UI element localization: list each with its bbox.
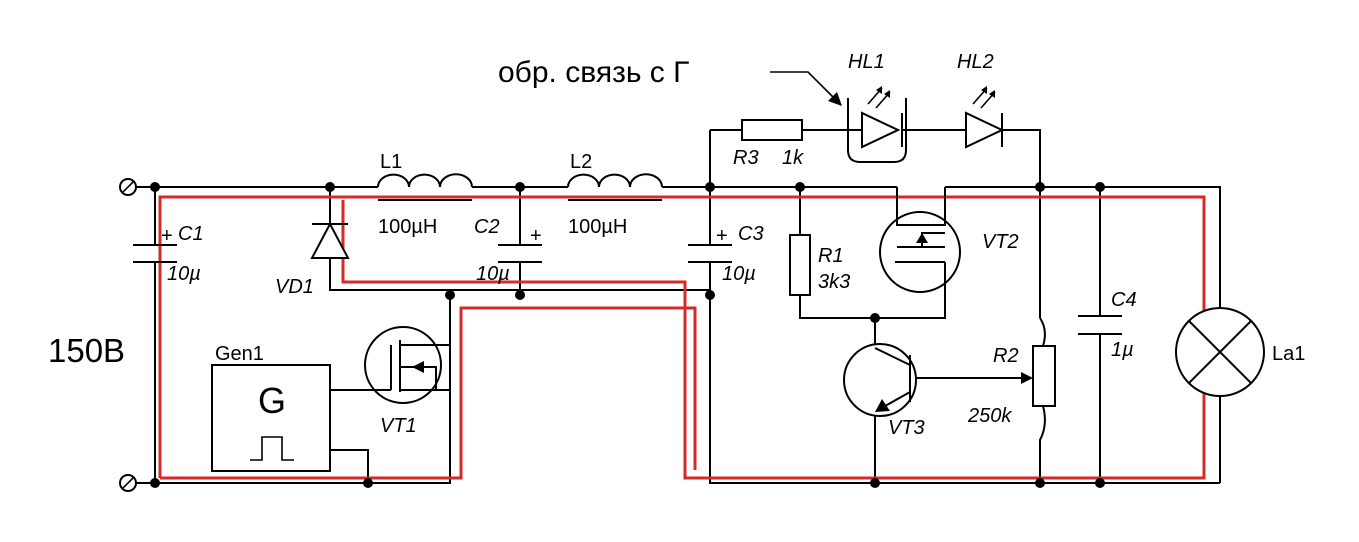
generator-gen1 [211,364,331,472]
c1-plus: + [161,225,173,247]
r1-name: R1 [818,245,844,267]
led-hl1 [847,86,907,163]
transistor-vt1 [364,326,450,404]
diode-vd1 [310,221,350,259]
junctions [150,182,1105,488]
vt3-name: VT3 [888,417,925,439]
r3-name: R3 [733,147,759,169]
generator-symbol: G [258,380,286,421]
c2-value: 10µ [476,263,510,285]
l1-name: L1 [380,151,402,173]
lamp-la1 [1175,307,1265,397]
wiring [128,129,1221,484]
r2-value: 250k [967,405,1012,427]
vd1-name: VD1 [275,276,314,298]
inductor-l2 [567,173,663,201]
transistor-vt3 [843,343,917,417]
potentiometer-r2 [1021,345,1056,407]
supply-voltage-label: 150В [48,332,125,369]
c4-value: 1µ [1111,339,1134,361]
c1-name: C1 [178,223,204,245]
c2-name: C2 [474,216,500,238]
hl2-name: HL2 [957,51,994,73]
transistor-vt2 [879,187,961,293]
current-path [158,195,1206,480]
supply-terminals [119,178,137,492]
vt1-name: VT1 [380,415,417,437]
gen1-name: Gen1 [215,343,264,365]
capacitor-c4 [1078,315,1122,335]
feedback-note: обр. связь с Г [498,56,689,89]
c4-name: C4 [1111,289,1137,311]
l2-name: L2 [570,151,592,173]
led-hl2 [965,86,1005,149]
r1-value: 3k3 [818,271,850,293]
resistor-r1 [789,234,811,296]
vt2-name: VT2 [982,231,1019,253]
hl1-name: HL1 [848,51,885,73]
inductor-l1 [377,173,473,201]
c3-value: 10µ [722,263,756,285]
l1-value: 100µH [378,216,437,238]
resistor-r3 [741,119,803,141]
c3-plus: + [716,225,728,247]
c3-name: C3 [738,223,764,245]
feedback-arrow [770,71,842,106]
r2-name: R2 [993,345,1019,367]
la1-name: La1 [1272,343,1305,365]
capacitor-c2 [498,244,542,263]
capacitor-c1 [133,244,177,263]
c1-value: 10µ [167,263,201,285]
c2-plus: + [530,225,542,247]
r3-value: 1k [782,147,804,169]
capacitor-c3 [688,244,732,263]
l2-value: 100µH [568,216,627,238]
